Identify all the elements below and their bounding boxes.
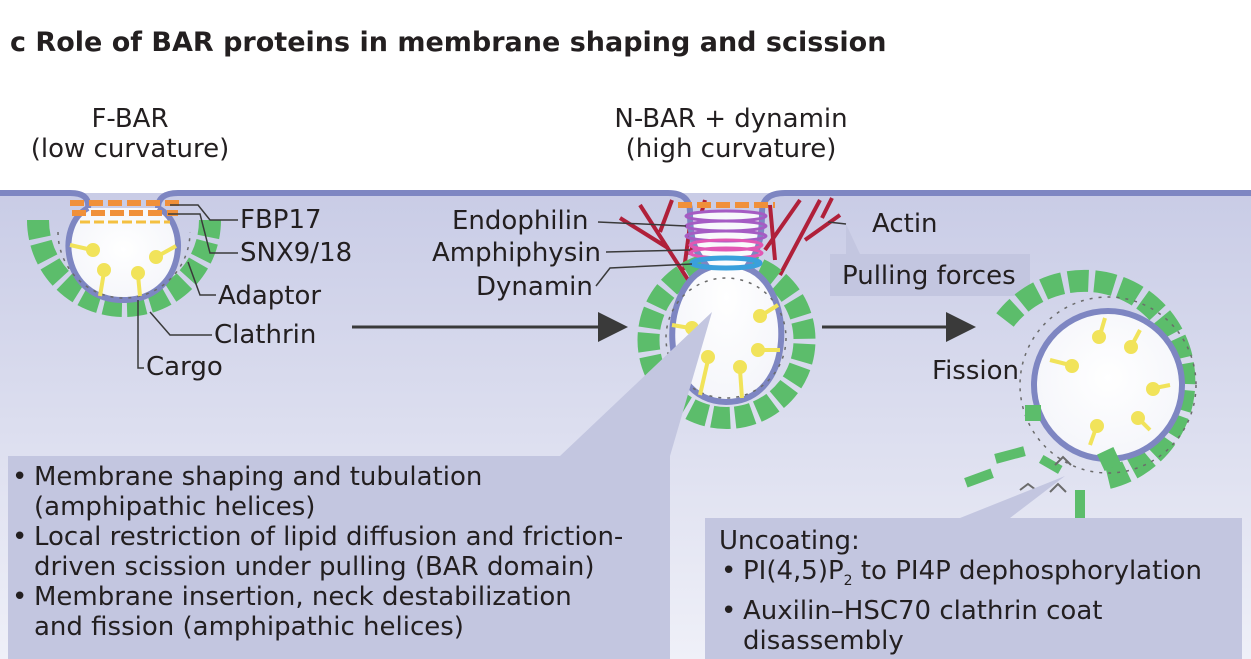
adaptor-ring-right [1019, 296, 1197, 474]
mechanism-item-1: Membrane shaping and tubulation(amphipat… [8, 462, 670, 522]
pit-membrane-left [65, 205, 181, 304]
panel-letter: c [10, 27, 27, 58]
label-actin: Actin [872, 209, 938, 239]
mechanism-box: Membrane shaping and tubulation(amphipat… [8, 456, 670, 659]
label-adaptor: Adaptor [218, 281, 322, 311]
clathrin-coat-right [996, 269, 1196, 489]
mechanism-item-2: Local restriction of lipid diffusion and… [8, 522, 670, 582]
adaptor-fragments [1019, 455, 1072, 493]
label-amphiphysin: Amphiphysin [432, 238, 601, 268]
leader-lines-middle [595, 221, 847, 287]
pulling-forces-callout [830, 224, 1030, 296]
coat-fragments [964, 405, 1121, 522]
mechanism-item-3: Membrane insertion, neck destabilization… [8, 582, 670, 642]
uncoating-box: Uncoating: PI(4,5)P2 to PI4P dephosphory… [705, 518, 1242, 659]
cargo-middle [671, 303, 780, 399]
label-clathrin: Clathrin [214, 320, 317, 350]
figure-title: c Role of BAR proteins in membrane shapi… [10, 28, 886, 58]
label-fbp17: FBP17 [240, 205, 322, 235]
fbar-header-line2: (low curvature) [30, 134, 230, 164]
fbar-header-line1: F-BAR [91, 104, 169, 134]
title-text: Role of BAR proteins in membrane shaping… [35, 27, 887, 58]
left-callout-wedge [560, 312, 712, 456]
label-cargo: Cargo [146, 352, 223, 382]
fbar-dashes [70, 200, 180, 216]
right-callout-wedge [960, 476, 1065, 518]
nbar-header-line1: N-BAR + dynamin [614, 104, 848, 134]
fbar-header: F-BAR (low curvature) [20, 104, 240, 164]
leader-lines-left [137, 204, 238, 369]
label-pulling-forces: Pulling forces [842, 261, 1016, 291]
cargo-right [1049, 317, 1171, 446]
fbar-pit [27, 200, 238, 369]
free-vesicle [964, 269, 1197, 522]
label-fission: Fission [932, 356, 1019, 386]
uncoating-heading: Uncoating: [719, 526, 860, 556]
label-dynamin: Dynamin [476, 272, 593, 302]
dynamin-ring [689, 255, 763, 271]
clathrin-coat-middle [637, 251, 816, 429]
nbar-header: N-BAR + dynamin (high curvature) [596, 104, 866, 164]
clathrin-coat-left [27, 219, 221, 317]
label-endophilin: Endophilin [452, 206, 589, 236]
vesicle-membrane [1031, 308, 1185, 462]
label-snx9-18: SNX9/18 [240, 238, 353, 268]
cargo-left [69, 243, 177, 297]
adaptor-ring-middle [665, 277, 787, 399]
uncoating-item-1: PI(4,5)P2 to PI4P dephosphorylation [717, 556, 1242, 596]
nbar-header-line2: (high curvature) [625, 134, 837, 164]
